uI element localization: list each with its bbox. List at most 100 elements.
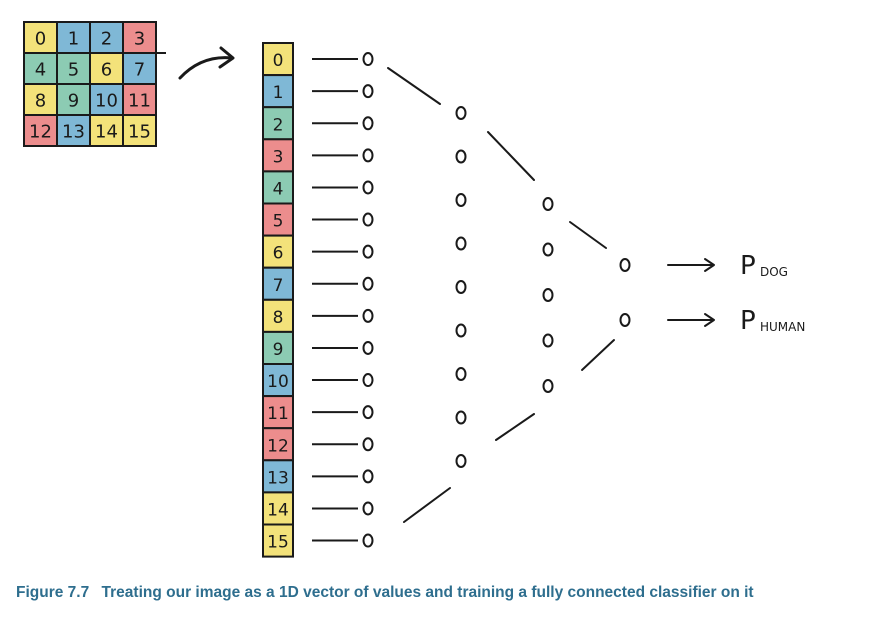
output-probability-label: P [740, 306, 756, 336]
network-node [362, 52, 374, 67]
network-node [455, 280, 467, 294]
network-node [455, 367, 467, 381]
funnel-connection [581, 339, 615, 371]
network-node [362, 373, 374, 388]
grid-cell-label: 4 [35, 60, 46, 81]
grid-cell-label: 10 [95, 91, 118, 112]
grid-cell-label: 5 [68, 60, 79, 81]
grid-cell-label: 12 [29, 122, 52, 143]
grid-cell-label: 1 [68, 29, 79, 50]
network-nodes [362, 52, 631, 548]
vector-cell [262, 42, 294, 77]
vector-cell [262, 170, 294, 205]
grid-cell-label: 3 [134, 29, 145, 50]
grid-cell [122, 21, 157, 54]
funnel-connection [387, 67, 441, 105]
funnel-connection [487, 131, 535, 181]
network-node [362, 340, 374, 355]
grid-cell-label: 8 [35, 91, 46, 112]
network-node [455, 106, 467, 120]
vector-cell [262, 138, 294, 173]
network-node [362, 84, 374, 99]
funnel-connection [495, 413, 535, 441]
vector-cell-label: 3 [273, 147, 284, 167]
grid-cell-label: 6 [101, 60, 112, 81]
grid-cell [56, 83, 91, 116]
vector-cell [262, 202, 294, 237]
network-node [455, 149, 467, 164]
vector-cell-label: 1 [273, 83, 284, 103]
vector-cell-label: 12 [267, 436, 289, 456]
vector-cell-label: 15 [267, 533, 289, 553]
vector-cell [262, 266, 294, 301]
vector-cell-label: 2 [273, 115, 284, 135]
flatten-arrow [178, 46, 235, 80]
network-node [362, 469, 374, 484]
grid-cell [122, 114, 157, 147]
caption-text: Treating our image as a 1D vector of val… [101, 584, 754, 601]
figure-caption: Figure 7.7 Treating our image as a 1D ve… [16, 582, 836, 604]
network-node [542, 379, 554, 393]
vector-cell-label: 6 [273, 244, 284, 264]
network-node [362, 405, 374, 420]
network-node [362, 308, 374, 323]
network-node [362, 533, 374, 548]
vector-cell-label: 5 [273, 212, 284, 232]
output-probability-subscript: HUMAN [760, 320, 805, 334]
output-probabilities: P DOG P HUMAN [667, 251, 805, 336]
output-arrow-head [704, 258, 715, 272]
vector-cell-label: 13 [267, 468, 289, 488]
network-connections [312, 58, 615, 542]
grid-cell-label: 14 [95, 122, 118, 143]
output-arrow-head [704, 313, 715, 327]
network-node [619, 258, 631, 272]
network-node [542, 288, 554, 302]
network-node [455, 454, 467, 468]
network-node [455, 193, 467, 207]
grid-cell-label: 13 [62, 122, 85, 143]
grid-cell-label: 7 [134, 60, 145, 81]
vector-cell [262, 74, 294, 109]
network-node [455, 323, 467, 338]
grid-cell-label: 9 [68, 91, 79, 112]
vector-cell-label: 9 [273, 340, 284, 360]
network-node [455, 410, 467, 425]
grid-cell-label: 0 [35, 29, 46, 50]
output-probability-label: P [740, 251, 756, 281]
vector-cell-label: 0 [273, 51, 284, 71]
grid-cell-label: 11 [128, 91, 151, 112]
network-node [362, 180, 374, 195]
network-node [542, 242, 554, 257]
network-node [362, 276, 374, 291]
arrow-shaft [178, 56, 234, 80]
network-node [619, 313, 631, 327]
funnel-connection [569, 221, 607, 249]
network-node [362, 244, 374, 259]
network-node [455, 236, 467, 251]
vector-cell-label: 4 [273, 179, 284, 199]
figure-number: Figure 7.7 [16, 584, 90, 601]
network-node [362, 148, 374, 163]
network-node [362, 116, 374, 131]
grid-cell-label: 2 [101, 29, 112, 50]
vector-cell-label: 14 [267, 500, 289, 520]
arrow-head [218, 46, 235, 69]
grid-cell-label: 15 [128, 122, 151, 143]
vector-cell-label: 7 [273, 276, 284, 296]
network-node [362, 212, 374, 227]
vector-cell [262, 491, 294, 526]
vector-cell [262, 330, 294, 365]
network-node [362, 501, 374, 516]
vector-cell [262, 523, 294, 558]
output-probability-subscript: DOG [760, 265, 788, 279]
network-node [362, 437, 374, 452]
vector-cell-label: 10 [267, 372, 289, 392]
vector-cell [262, 298, 294, 333]
network-node [542, 333, 554, 348]
funnel-connection [403, 487, 451, 523]
vector-cell-label: 8 [273, 308, 284, 328]
network-node [542, 197, 554, 211]
